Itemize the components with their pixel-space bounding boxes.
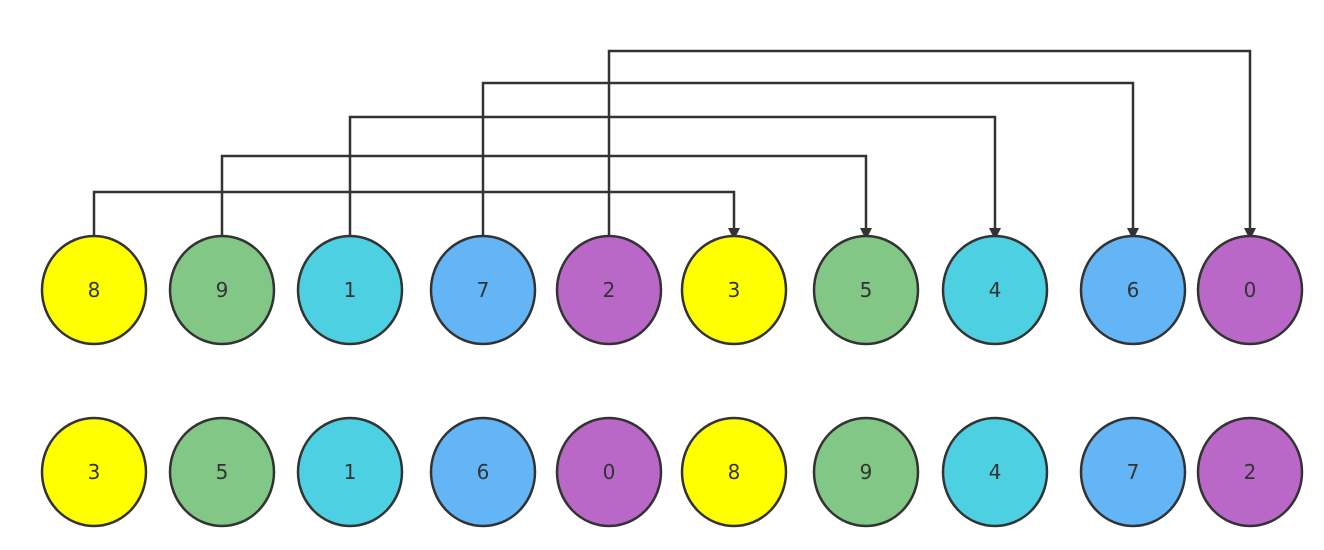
bottom-node-9: 9 xyxy=(812,416,920,528)
connectors xyxy=(92,49,1256,240)
top-node-label: 4 xyxy=(989,278,1002,302)
top-node-label: 9 xyxy=(216,278,229,302)
top-node-circle xyxy=(429,234,537,346)
top-node-label: 0 xyxy=(1244,278,1257,302)
bottom-node-label: 4 xyxy=(989,460,1002,484)
bottom-node-0: 0 xyxy=(555,416,663,528)
bottom-node-circle xyxy=(40,416,148,528)
bottom-node-8: 8 xyxy=(680,416,788,528)
bottom-node-label: 2 xyxy=(1244,460,1257,484)
top-node-7: 7 xyxy=(429,234,537,346)
bottom-node-6: 6 xyxy=(429,416,537,528)
top-node-4: 4 xyxy=(941,234,1049,346)
top-node-circle xyxy=(1079,234,1187,346)
bottom-node-circle xyxy=(680,416,788,528)
bottom-node-label: 9 xyxy=(860,460,873,484)
bottom-node-label: 8 xyxy=(728,460,741,484)
top-node-circle xyxy=(680,234,788,346)
connector-arrow xyxy=(92,190,740,240)
bottom-node-label: 3 xyxy=(88,460,101,484)
bottom-node-circle xyxy=(941,416,1049,528)
top-node-label: 3 xyxy=(728,278,741,302)
bottom-node-circle xyxy=(555,416,663,528)
top-node-label: 8 xyxy=(88,278,101,302)
connector-arrow xyxy=(481,81,1139,240)
bottom-node-circle xyxy=(1079,416,1187,528)
top-node-0: 0 xyxy=(1196,234,1304,346)
top-node-label: 5 xyxy=(860,278,873,302)
top-node-label: 6 xyxy=(1127,278,1140,302)
bottom-node-label: 0 xyxy=(603,460,616,484)
top-node-circle xyxy=(296,234,404,346)
top-node-2: 2 xyxy=(555,234,663,346)
top-node-circle xyxy=(1196,234,1304,346)
bottom-node-circle xyxy=(812,416,920,528)
bottom-node-4: 4 xyxy=(941,416,1049,528)
top-node-1: 1 xyxy=(296,234,404,346)
bottom-node-circle xyxy=(296,416,404,528)
bottom-node-1: 1 xyxy=(296,416,404,528)
top-row: 8 9 1 7 2 3 5 4 6 0 xyxy=(40,234,1304,346)
top-node-8: 8 xyxy=(40,234,148,346)
top-node-label: 7 xyxy=(477,278,490,302)
bottom-node-circle xyxy=(1196,416,1304,528)
bottom-node-3: 3 xyxy=(40,416,148,528)
bottom-node-label: 7 xyxy=(1127,460,1140,484)
bottom-node-circle xyxy=(168,416,276,528)
top-node-5: 5 xyxy=(812,234,920,346)
bottom-node-circle xyxy=(429,416,537,528)
bottom-node-label: 5 xyxy=(216,460,229,484)
bottom-node-2: 2 xyxy=(1196,416,1304,528)
top-node-3: 3 xyxy=(680,234,788,346)
top-node-6: 6 xyxy=(1079,234,1187,346)
bottom-node-7: 7 xyxy=(1079,416,1187,528)
connector-arrow xyxy=(607,49,1256,240)
top-node-circle xyxy=(941,234,1049,346)
top-node-circle xyxy=(40,234,148,346)
top-node-label: 1 xyxy=(344,278,357,302)
top-node-circle xyxy=(168,234,276,346)
top-node-circle xyxy=(555,234,663,346)
bottom-node-label: 1 xyxy=(344,460,357,484)
top-node-label: 2 xyxy=(603,278,616,302)
bottom-node-label: 6 xyxy=(477,460,490,484)
bottom-row: 3 5 1 6 0 8 9 4 7 2 xyxy=(40,416,1304,528)
top-node-circle xyxy=(812,234,920,346)
connector-arrow xyxy=(220,154,872,240)
connector-arrow xyxy=(348,115,1001,240)
bottom-node-5: 5 xyxy=(168,416,276,528)
top-node-9: 9 xyxy=(168,234,276,346)
